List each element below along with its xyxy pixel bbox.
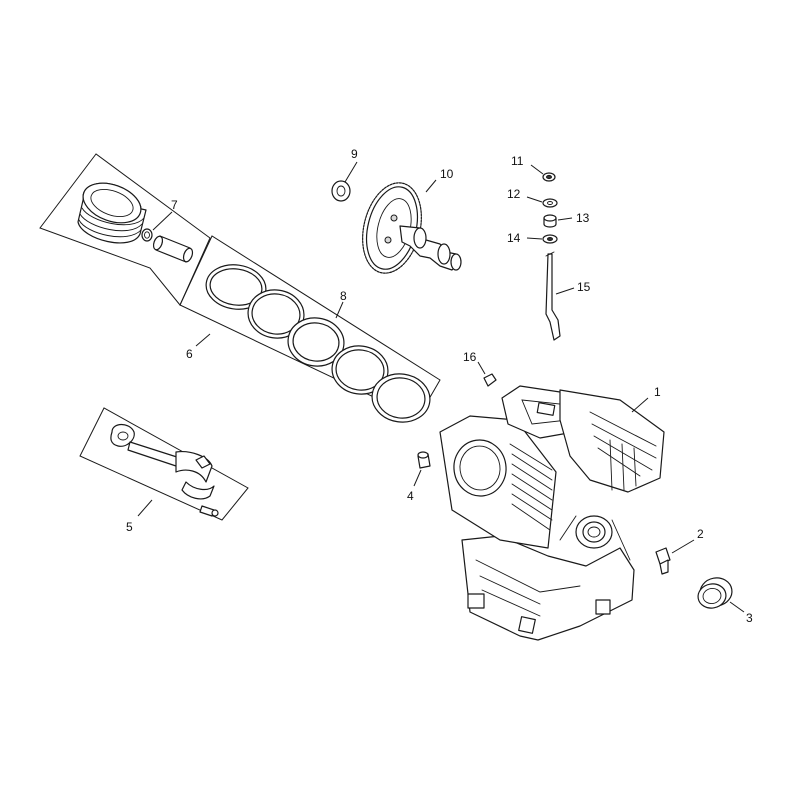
callout-3[interactable]: 3 — [746, 611, 753, 625]
piston-ring-set[interactable] — [203, 261, 433, 426]
oil-seal-3[interactable] — [696, 575, 734, 610]
washer-14[interactable] — [542, 234, 558, 244]
connecting-rod[interactable] — [110, 423, 219, 517]
callout-11[interactable]: 11 — [511, 154, 524, 168]
camshaft[interactable] — [399, 225, 462, 271]
callout-6[interactable]: 6 — [186, 347, 193, 361]
camshaft-washer[interactable] — [331, 180, 351, 202]
piston-ring-4[interactable] — [329, 342, 391, 397]
piston-pin-clip[interactable] — [141, 228, 153, 242]
callout-10[interactable]: 10 — [440, 167, 454, 181]
piston-ring-3[interactable] — [285, 314, 347, 369]
spacer-13[interactable] — [543, 214, 557, 228]
dowel-pin-4[interactable] — [417, 451, 431, 469]
connecting-rod-box — [79, 407, 249, 521]
leader-lines — [137, 161, 745, 613]
piston-ring-5[interactable] — [369, 370, 433, 426]
piston[interactable] — [77, 176, 147, 244]
nut-11[interactable] — [542, 172, 556, 182]
callout-1[interactable]: 1 — [654, 385, 661, 399]
callout-15[interactable]: 15 — [577, 280, 591, 294]
plug-16[interactable] — [483, 373, 497, 387]
piston-ring-2[interactable] — [245, 286, 307, 341]
callout-12[interactable]: 12 — [507, 187, 521, 201]
callout-9[interactable]: 9 — [351, 147, 358, 161]
callout-13[interactable]: 13 — [576, 211, 590, 225]
washer-12[interactable] — [542, 198, 558, 208]
callout-14[interactable]: 14 — [507, 231, 521, 245]
camshaft-gear[interactable] — [354, 177, 431, 280]
callout-8[interactable]: 8 — [340, 289, 347, 303]
drain-plug-2[interactable] — [655, 547, 671, 575]
piston-pin[interactable] — [152, 235, 194, 263]
callout-7[interactable]: 7 — [171, 198, 178, 212]
callout-labels: 1 2 3 4 5 6 7 8 9 10 11 12 13 14 15 16 — [126, 147, 753, 625]
callout-4[interactable]: 4 — [407, 489, 414, 503]
callout-5[interactable]: 5 — [126, 520, 133, 534]
piston-ring-1[interactable] — [203, 261, 269, 313]
lever-15[interactable] — [545, 251, 561, 341]
crankcase[interactable] — [439, 385, 665, 641]
callout-16[interactable]: 16 — [463, 350, 477, 364]
callout-2[interactable]: 2 — [697, 527, 704, 541]
